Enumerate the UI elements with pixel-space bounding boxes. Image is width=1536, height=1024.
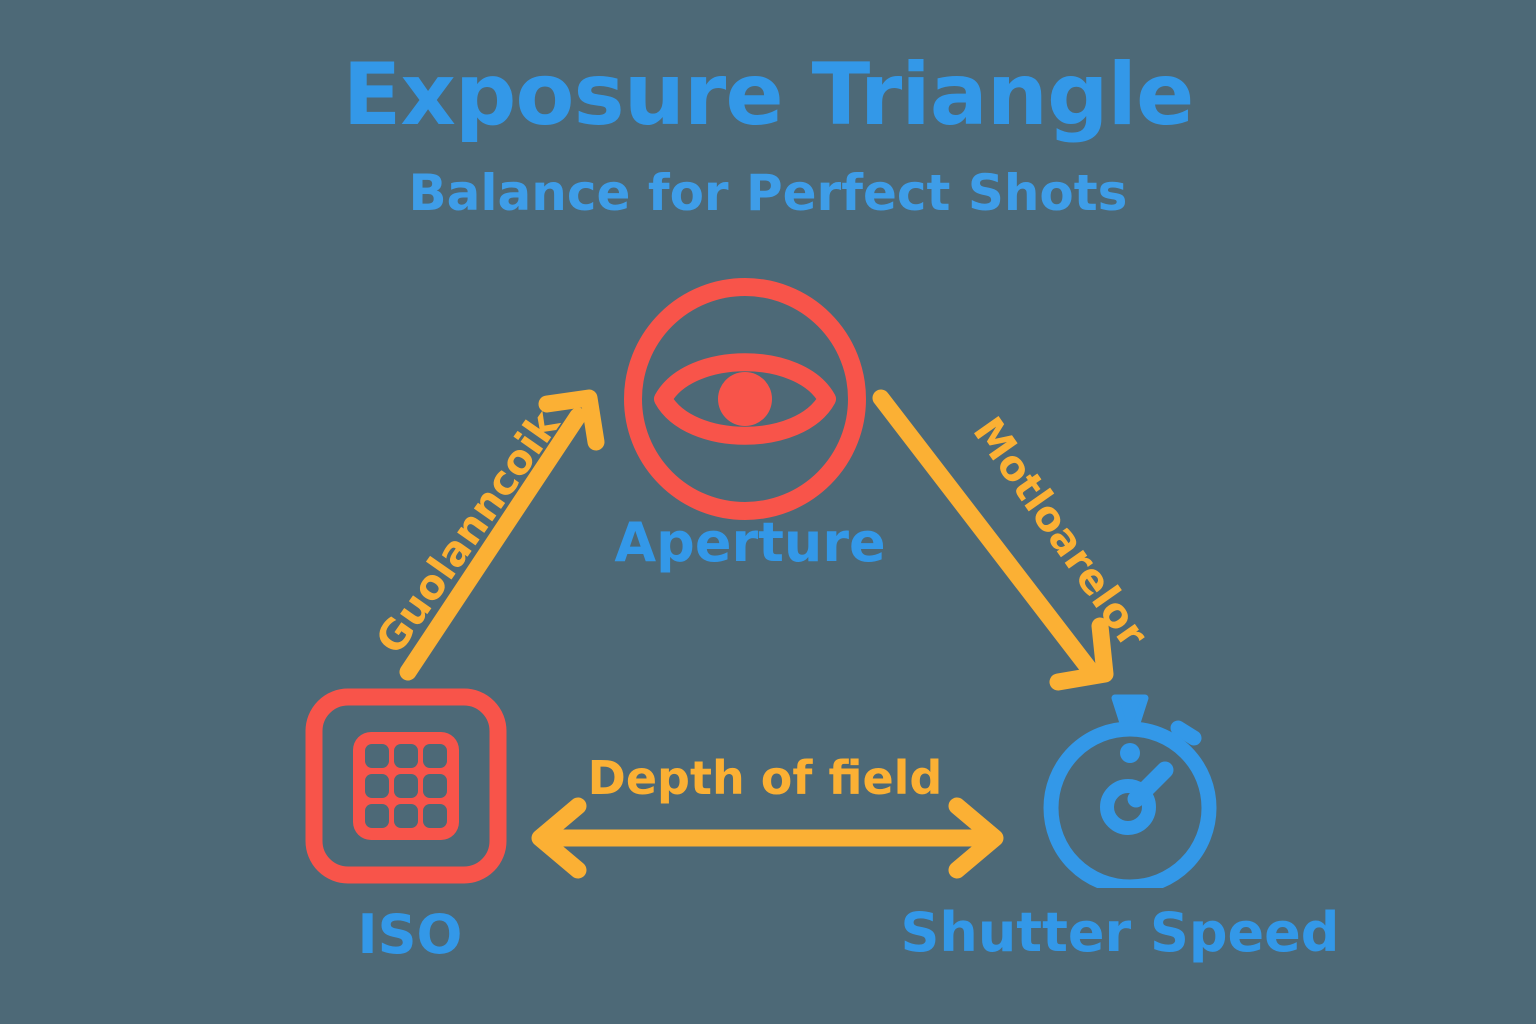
sensor-grid-icon bbox=[305, 688, 507, 884]
stopwatch-icon bbox=[1043, 694, 1217, 895]
node-label-aperture: Aperture bbox=[614, 511, 886, 574]
node-aperture[interactable] bbox=[618, 272, 872, 526]
node-label-iso: ISO bbox=[357, 903, 463, 966]
edge-label-aperture-to-shutter: Motloarelor bbox=[963, 408, 1158, 657]
page-subtitle: Balance for Perfect Shots bbox=[408, 164, 1128, 222]
node-iso[interactable] bbox=[303, 688, 509, 884]
eye-in-circle-icon bbox=[624, 278, 866, 520]
arrow-iso-shutter-bidirectional bbox=[531, 797, 1004, 879]
node-shutter-speed[interactable] bbox=[1032, 692, 1228, 895]
page-title: Exposure Triangle bbox=[342, 45, 1195, 145]
node-label-shutter-speed: Shutter Speed bbox=[900, 901, 1340, 964]
edge-label-depth-of-field: Depth of field bbox=[587, 751, 943, 805]
